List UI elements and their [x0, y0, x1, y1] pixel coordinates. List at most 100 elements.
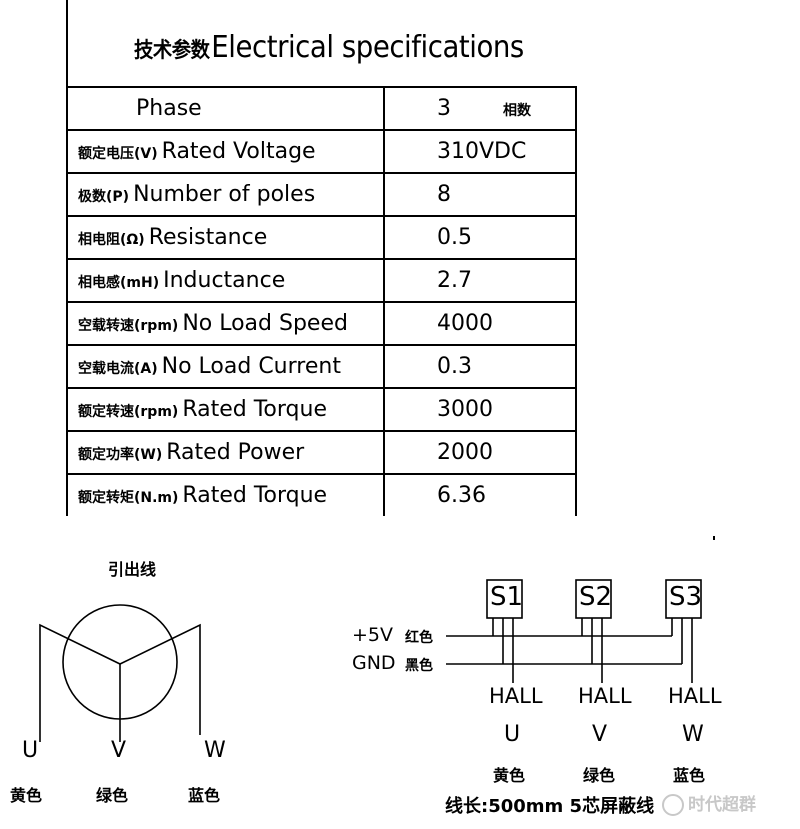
phase-label-cell: Phase — [66, 86, 385, 131]
motor-winding-symbol — [39, 604, 201, 742]
sensor-box-s2 — [575, 579, 612, 619]
spec-label-cn: 极数(P) — [78, 189, 130, 205]
spec-label-en: Rated Torque — [182, 483, 328, 508]
hall-u-color: 黄色 — [493, 766, 526, 785]
spec-label-cell: 极数(P)Number of poles — [66, 172, 385, 217]
spec-title: 技术参数Electrical specifications — [134, 30, 524, 65]
sensor-s1-label: S1 — [490, 582, 524, 612]
stray-mark — [713, 536, 715, 540]
table-row: 额定转矩(N.m)Rated Torque 6.36 — [66, 473, 577, 516]
spec-value: 310VDC — [437, 139, 527, 164]
spec-label-en: Number of poles — [133, 182, 316, 207]
hall-sensor-wiring — [446, 579, 702, 683]
spec-value-cell: 2000 — [383, 430, 577, 475]
sensor-s2-label: S2 — [579, 582, 613, 612]
spec-label-cell: 空载电流(A)No Load Current — [66, 344, 385, 389]
leads-label: 引出线 — [108, 560, 157, 579]
spec-value: 4000 — [437, 311, 493, 336]
spec-value: 8 — [437, 182, 451, 207]
table-row: 极数(P)Number of poles 8 — [66, 172, 577, 217]
spec-label-cell: 相电阻(Ω)Resistance — [66, 215, 385, 260]
phase-value: 3 — [437, 96, 451, 121]
spec-label-cn: 相电阻(Ω) — [78, 232, 145, 248]
hall-w-color: 蓝色 — [673, 766, 706, 785]
hall-w-phase: W — [682, 722, 704, 747]
spec-value-cell: 8 — [383, 172, 577, 217]
lead-w-line — [119, 623, 201, 735]
lead-u-line — [39, 623, 121, 742]
spec-value-cell: 4000 — [383, 301, 577, 346]
power-label: +5V — [352, 624, 394, 646]
spec-value: 2.7 — [437, 268, 472, 293]
hall-w-name: HALL — [668, 684, 722, 708]
hall-v-name: HALL — [578, 684, 632, 708]
watermark-text: 时代超群 — [688, 795, 756, 815]
spec-value-cell: 0.3 — [383, 344, 577, 389]
spec-title-cn: 技术参数 — [134, 38, 210, 62]
sensor-s3-label: S3 — [669, 582, 703, 612]
spec-title-en: Electrical specifications — [211, 30, 524, 65]
spec-value-cell: 6.36 — [383, 473, 577, 516]
spec-label-cn: 相电感(mH) — [78, 275, 160, 291]
cable-note: 线长:500mm 5芯屏蔽线 — [445, 796, 655, 817]
spec-label-en: Inductance — [163, 268, 286, 293]
hall-v-color: 绿色 — [583, 766, 616, 785]
hall-v-phase: V — [592, 722, 608, 747]
spec-label-cn: 额定转速(rpm) — [78, 404, 179, 420]
gnd-label: GND — [352, 652, 396, 674]
spec-label-en: Resistance — [148, 225, 268, 250]
table-row: 空载转速(rpm)No Load Speed 4000 — [66, 301, 577, 346]
spec-value: 3000 — [437, 397, 493, 422]
drawing-frame-line — [66, 0, 68, 92]
spec-table: Phase 3 相数 额定电压(V)Rated Voltage 310VDC 极数… — [66, 86, 577, 516]
phase-v-letter: V — [111, 738, 127, 763]
wechat-icon — [662, 794, 684, 816]
spec-label-en: No Load Current — [161, 354, 341, 379]
phase-label: Phase — [136, 96, 202, 121]
phase-u-color: 黄色 — [10, 786, 43, 805]
spec-label-en: No Load Speed — [182, 311, 348, 336]
spec-label-en: Rated Voltage — [161, 139, 316, 164]
spec-value: 6.36 — [437, 483, 486, 508]
spec-value: 0.5 — [437, 225, 472, 250]
spec-value: 0.3 — [437, 354, 472, 379]
power-color: 红色 — [405, 630, 433, 646]
phase-w-letter: W — [204, 738, 226, 763]
hall-u-name: HALL — [489, 684, 543, 708]
table-row: 额定功率(W)Rated Power 2000 — [66, 430, 577, 475]
spec-label-cell: 额定转速(rpm)Rated Torque — [66, 387, 385, 432]
phase-value-cell: 3 相数 — [383, 86, 577, 131]
spec-value: 2000 — [437, 440, 493, 465]
spec-label-cn: 额定转矩(N.m) — [78, 490, 179, 506]
spec-label-cn: 空载转速(rpm) — [78, 318, 179, 334]
table-row: 额定转速(rpm)Rated Torque 3000 — [66, 387, 577, 432]
spec-label-cell: 空载转速(rpm)No Load Speed — [66, 301, 385, 346]
spec-value-cell: 2.7 — [383, 258, 577, 303]
spec-label-cell: 额定电压(V)Rated Voltage — [66, 129, 385, 174]
spec-label-cell: 相电感(mH)Inductance — [66, 258, 385, 303]
hall-u-phase: U — [504, 722, 521, 747]
sensor-box-s3 — [665, 579, 702, 619]
phase-value-cn: 相数 — [503, 103, 531, 119]
spec-value-cell: 0.5 — [383, 215, 577, 260]
spec-label-cn: 额定电压(V) — [78, 146, 158, 162]
spec-value-cell: 3000 — [383, 387, 577, 432]
watermark: 时代超群 — [662, 790, 756, 816]
spec-label-en: Rated Power — [166, 440, 305, 465]
phase-v-color: 绿色 — [96, 786, 129, 805]
sensor-box-s1 — [486, 579, 523, 619]
spec-label-cell: 额定转矩(N.m)Rated Torque — [66, 473, 385, 516]
spec-label-cn: 额定功率(W) — [78, 447, 163, 463]
table-row: 相电阻(Ω)Resistance 0.5 — [66, 215, 577, 260]
table-row: 空载电流(A)No Load Current 0.3 — [66, 344, 577, 389]
spec-label-cn: 空载电流(A) — [78, 361, 158, 377]
spec-label-cell: 额定功率(W)Rated Power — [66, 430, 385, 475]
phase-w-color: 蓝色 — [188, 786, 221, 805]
phase-u-letter: U — [22, 738, 39, 763]
spec-value-cell: 310VDC — [383, 129, 577, 174]
spec-label-en: Rated Torque — [182, 397, 327, 422]
table-row: 相电感(mH)Inductance 2.7 — [66, 258, 577, 303]
table-row: Phase 3 相数 — [66, 86, 577, 131]
gnd-color: 黑色 — [405, 658, 433, 674]
